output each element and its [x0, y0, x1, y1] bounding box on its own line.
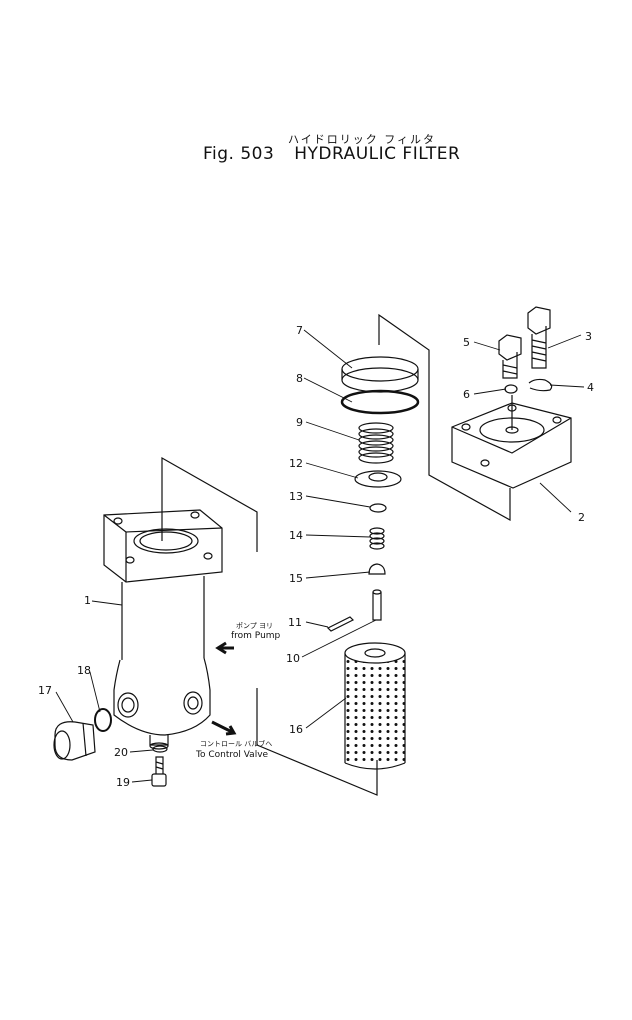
drain-plug	[53, 721, 96, 761]
callout-12: 12	[289, 457, 303, 470]
assembly-line-top-housing	[161, 456, 258, 552]
figure-subtitle-jp: ハイドロリック フィルタ	[288, 133, 437, 146]
callout-19: 19	[116, 776, 130, 789]
pin	[326, 616, 355, 632]
callout-labels: 1 2 3 4 5 6 7 8 9 10 11 12 13 14 15 16 1…	[38, 324, 594, 789]
filter-housing	[103, 509, 223, 750]
callout-18: 18	[77, 664, 91, 677]
figure-title-text: HYDRAULIC FILTER	[294, 144, 461, 164]
valve-spring	[369, 527, 385, 550]
to-valve-label-jp: コントロール バルブヘ	[200, 739, 272, 748]
callout-1: 1	[84, 594, 91, 607]
callout-16: 16	[289, 723, 303, 736]
center-rod	[372, 589, 382, 621]
cover-o-ring	[504, 384, 518, 394]
filter-element	[344, 642, 406, 770]
callout-3: 3	[585, 330, 592, 343]
callout-13: 13	[289, 490, 303, 503]
figure-title: Fig. 503 HYDRAULIC FILTER	[203, 144, 460, 164]
callout-14: 14	[289, 529, 303, 542]
callout-4: 4	[587, 381, 594, 394]
leader-lines	[55, 329, 585, 783]
spring	[358, 422, 394, 464]
body-o-ring	[340, 389, 420, 415]
callout-10: 10	[286, 652, 300, 665]
cover-bolt-short	[498, 334, 522, 379]
to-valve-label: To Control Valve	[195, 750, 269, 760]
assembly-line-bottom-housing	[256, 688, 378, 796]
callout-17: 17	[38, 684, 52, 697]
from-pump-label-jp: ポンプ ヨリ	[236, 622, 273, 630]
callout-9: 9	[296, 416, 303, 429]
valve-washer	[369, 503, 387, 513]
assembly-line-cover	[378, 313, 511, 522]
callout-5: 5	[463, 336, 470, 349]
housing-bolt	[151, 756, 167, 787]
flow-in-arrow	[215, 641, 234, 655]
retaining-ring	[341, 356, 419, 393]
spring-seat	[354, 470, 402, 488]
o-ring	[94, 708, 112, 732]
callout-20: 20	[114, 746, 128, 759]
cover-bolt-long	[527, 306, 551, 369]
valve	[368, 563, 386, 575]
washer	[152, 745, 168, 753]
callout-2: 2	[578, 511, 585, 524]
callout-8: 8	[296, 372, 303, 385]
flow-out-arrow	[211, 720, 237, 736]
lock-washer	[528, 378, 553, 392]
from-pump-label: from Pump	[231, 631, 281, 641]
callout-11: 11	[288, 616, 302, 629]
callout-15: 15	[289, 572, 303, 585]
callout-7: 7	[296, 324, 303, 337]
figure-number: Fig. 503	[203, 144, 275, 164]
callout-6: 6	[463, 388, 470, 401]
